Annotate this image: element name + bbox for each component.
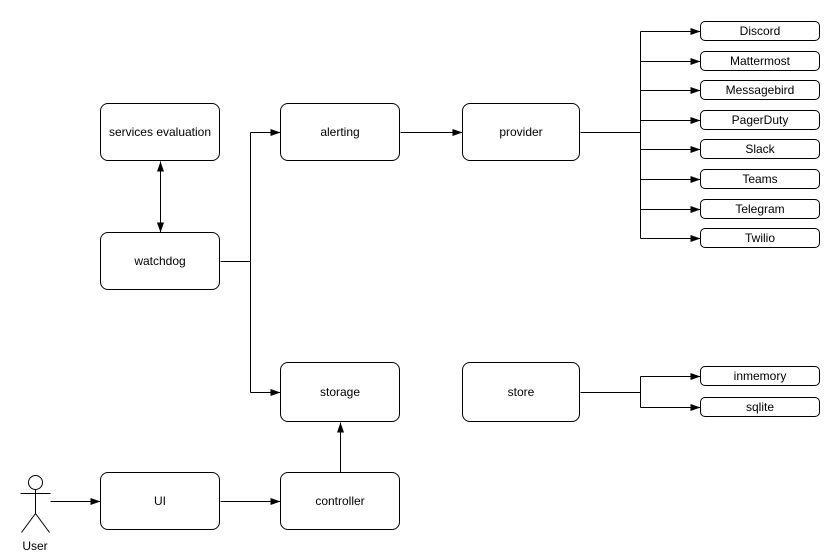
node-provider: provider (462, 103, 580, 161)
node-controller: controller (280, 472, 400, 530)
user-actor-icon (20, 475, 51, 533)
node-provider-slack: Slack (700, 139, 820, 159)
node-provider-teams: Teams (700, 169, 820, 189)
node-provider-discord: Discord (700, 21, 820, 41)
user-actor-label: User (22, 539, 48, 553)
node-store-sqlite: sqlite (700, 397, 820, 417)
node-alerting: alerting (280, 103, 400, 161)
node-store: store (462, 362, 580, 422)
node-provider-twilio: Twilio (700, 228, 820, 248)
node-provider-messagebird: Messagebird (700, 80, 820, 100)
node-storage: storage (280, 362, 400, 422)
node-provider-pagerduty: PagerDuty (700, 110, 820, 130)
node-ui: UI (100, 472, 220, 530)
node-services-evaluation: services evaluation (100, 103, 220, 161)
node-provider-mattermost: Mattermost (700, 51, 820, 71)
node-provider-telegram: Telegram (700, 199, 820, 219)
node-watchdog: watchdog (100, 232, 220, 290)
node-store-inmemory: inmemory (700, 366, 820, 386)
